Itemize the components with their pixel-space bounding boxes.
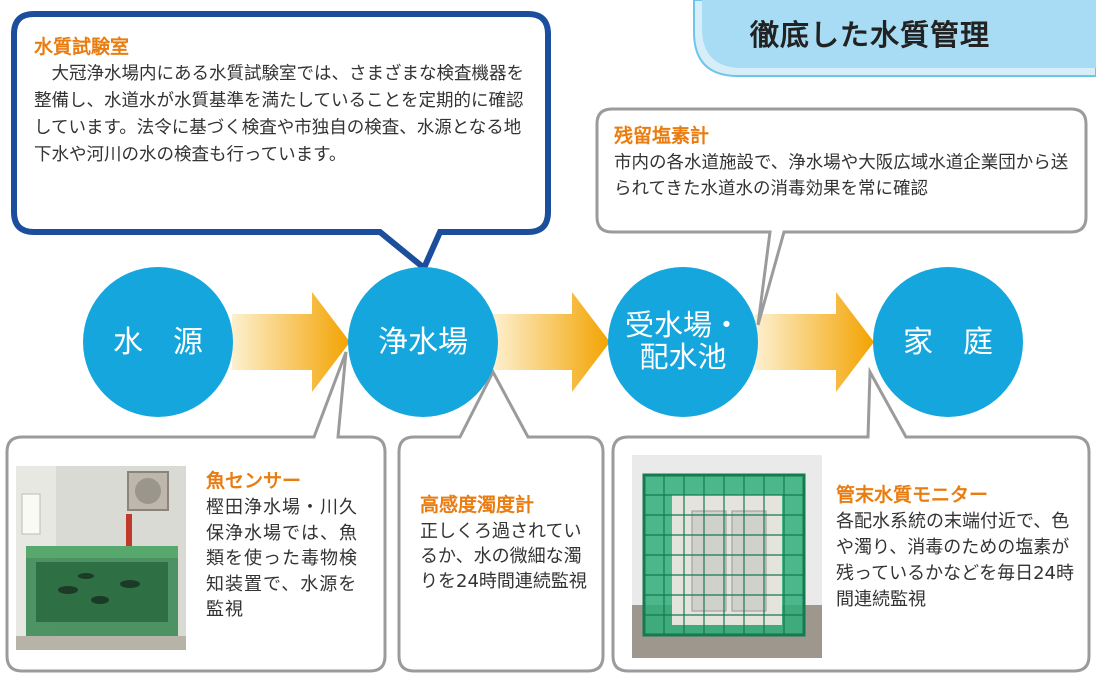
node-label-reservoir: 受水場・ 配水池: [624, 308, 741, 374]
monitor-title: 管末水質モニター: [836, 484, 989, 506]
header-tab-shape: [693, 0, 1096, 77]
turbidity-text: 正しくろ過されているか、水の微細な濁りを24時間連続監視: [420, 521, 587, 593]
circle-home: [873, 267, 1023, 417]
circle-purification: [348, 267, 498, 417]
arrow-1: [232, 292, 350, 392]
lab-text: 大冠浄水場内にある水質試験室では、さまざまな検査機器を整備し、水道水が水質基準を…: [34, 64, 524, 166]
chlorine-text: 市内の各水道施設で、浄水場や大阪広域水道企業団から送られてきた水道水の消毒効果を…: [614, 153, 1069, 200]
fish-text: 樫田浄水場・川久保浄水場では、魚類を使った毒物検知装置で、水源を監視: [206, 497, 358, 621]
chlorine-title: 残留塩素計: [614, 125, 710, 147]
circle-reservoir: [608, 267, 758, 417]
arrow-3: [755, 292, 874, 392]
arrow-2: [493, 292, 610, 392]
monitor-text: 各配水系統の末端付近で、色や濁り、消毒のための塩素が残っているかなどを毎日24時…: [836, 511, 1075, 611]
monitor-box: 管末水質モニター 各配水系統の末端付近で、色や濁り、消毒のための塩素が残っている…: [836, 480, 1080, 613]
node-label-purification: 浄水場: [378, 324, 468, 360]
circle-source: [83, 267, 233, 417]
water-monitor-photo: [632, 455, 822, 658]
page-title: 徹底した水質管理: [750, 18, 991, 52]
fish-box: 魚センサー 樫田浄水場・川久保浄水場では、魚類を使った毒物検知装置で、水源を監視: [206, 466, 376, 623]
lab-title: 水質試験室: [34, 36, 130, 58]
turbidity-box: 高感度濁度計 正しくろ過されているか、水の微細な濁りを24時間連続監視: [420, 490, 590, 595]
chlorine-callout-shape: [595, 107, 1088, 326]
turbidity-title: 高感度濁度計: [420, 494, 535, 516]
lab-box: 水質試験室 大冠浄水場内にある水質試験室では、さまざまな検査機器を整備し、水道水…: [34, 32, 530, 170]
node-label-home: 家 庭: [903, 324, 993, 360]
turbidity-callout-shape: [397, 368, 605, 673]
fish-title: 魚センサー: [206, 470, 302, 492]
fish-sensor-photo: [16, 466, 186, 650]
node-label-source: 水 源: [113, 324, 203, 360]
chlorine-box: 残留塩素計 市内の各水道施設で、浄水場や大阪広域水道企業団から送られてきた水道水…: [614, 121, 1076, 203]
